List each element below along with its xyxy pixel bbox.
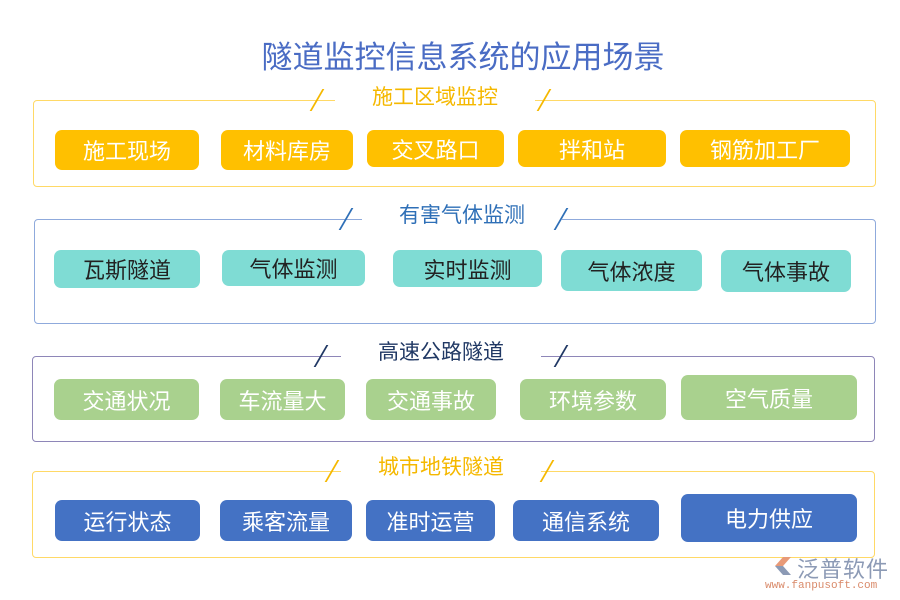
item-button: 瓦斯隧道 — [54, 250, 200, 288]
item-button: 拌和站 — [518, 130, 666, 167]
section-title: 有害气体监测 — [362, 203, 562, 227]
section-title: 施工区域监控 — [335, 85, 535, 109]
item-button: 乘客流量 — [220, 500, 352, 541]
item-button: 环境参数 — [520, 379, 666, 420]
item-button: 材料库房 — [221, 130, 353, 170]
item-button: 气体事故 — [721, 250, 851, 292]
item-button: 电力供应 — [681, 494, 857, 542]
page-title: 隧道监控信息系统的应用场景 — [261, 40, 665, 76]
item-button: 实时监测 — [393, 250, 542, 287]
item-button: 运行状态 — [55, 500, 200, 541]
item-button: 通信系统 — [513, 500, 659, 541]
item-button: 交叉路口 — [367, 130, 504, 167]
item-button: 交通事故 — [366, 379, 496, 420]
item-button: 气体监测 — [222, 250, 365, 286]
logo-icon — [775, 557, 791, 575]
item-button: 车流量大 — [220, 379, 345, 420]
logo-name: 泛普软件 — [797, 558, 890, 583]
item-button: 施工现场 — [55, 130, 199, 170]
section-title: 高速公路隧道 — [341, 340, 541, 364]
item-button: 钢筋加工厂 — [680, 130, 850, 167]
item-button: 空气质量 — [681, 375, 857, 420]
item-button: 气体浓度 — [561, 250, 702, 291]
item-button: 交通状况 — [54, 379, 199, 420]
brand-logo: 泛普软件 www.fanpusoft.com — [765, 552, 890, 596]
logo-url: www.fanpusoft.com — [765, 580, 878, 592]
section-title: 城市地铁隧道 — [341, 455, 541, 479]
item-button: 准时运营 — [366, 500, 495, 541]
